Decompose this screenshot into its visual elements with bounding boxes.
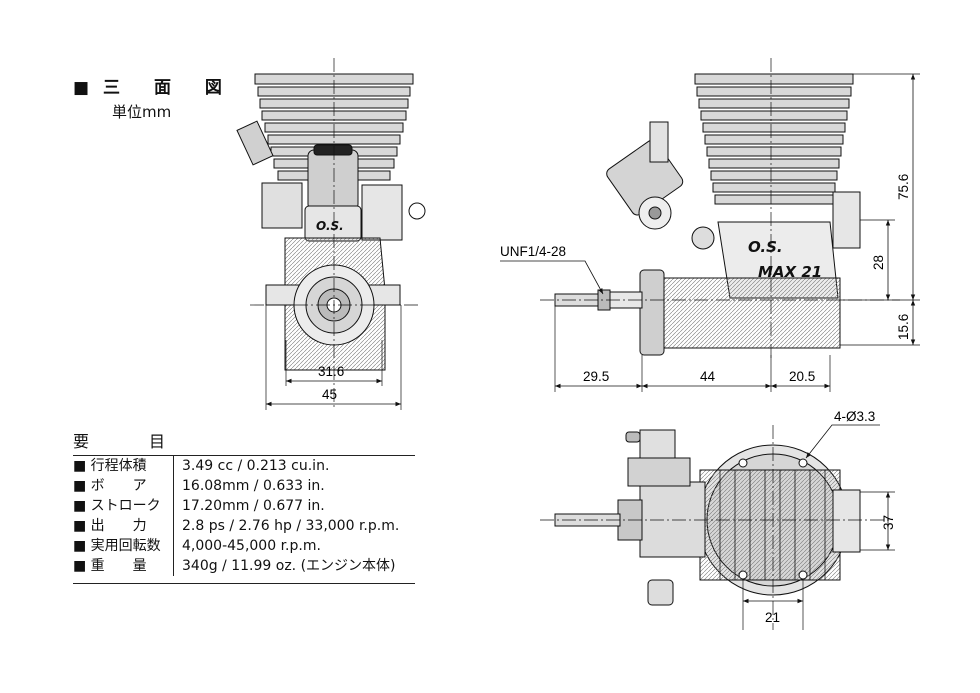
mount-hole xyxy=(798,570,808,580)
dim-front-inner: 31.6 xyxy=(318,364,344,379)
spec-label: ■ 出 力 xyxy=(73,516,174,536)
front-housing xyxy=(639,269,665,356)
spec-row: ■ 重 量 340g / 11.99 oz. (エンジン本体) xyxy=(73,556,415,576)
dim-thread: UNF1/4-28 xyxy=(500,244,566,259)
exhaust-port xyxy=(832,191,861,249)
dim-side-shaft: 29.5 xyxy=(583,369,609,384)
spec-row: ■ ボ ア 16.08mm / 0.633 in. xyxy=(73,476,415,496)
mount-hole xyxy=(738,458,748,468)
spec-row: ■ 出 力 2.8 ps / 2.76 hp / 33,000 r.p.m. xyxy=(73,516,415,536)
spec-value: 2.8 ps / 2.76 hp / 33,000 r.p.m. xyxy=(182,518,400,534)
dim-side-body: 44 xyxy=(700,369,716,384)
dim-side-rear: 20.5 xyxy=(789,369,815,384)
diagram-title: ■三 面 図 xyxy=(73,78,236,98)
front-logo: O.S. xyxy=(316,219,344,233)
dim-front-outer: 45 xyxy=(322,387,337,402)
side-cooling-fins xyxy=(694,73,854,205)
spec-row: ■ ストローク 17.20mm / 0.677 in. xyxy=(73,496,415,516)
side-model: MAX 21 xyxy=(758,263,822,281)
dim-height-mount: 28 xyxy=(871,255,886,270)
side-logo: O.S. xyxy=(748,238,783,256)
carburetor xyxy=(307,149,359,211)
spec-bottom-rule xyxy=(73,583,415,584)
unit-label: 単位mm xyxy=(112,103,172,121)
spec-heading: 要 目 xyxy=(73,432,188,451)
spec-value: 340g / 11.99 oz. (エンジン本体) xyxy=(182,558,396,574)
spec-label: ■ 重 量 xyxy=(73,556,174,576)
spec-value: 4,000-45,000 r.p.m. xyxy=(182,538,321,554)
spec-value: 17.20mm / 0.677 in. xyxy=(182,498,325,514)
dim-height-base: 15.6 xyxy=(896,314,911,340)
mount-hole xyxy=(738,570,748,580)
spec-label: ■ ストローク xyxy=(73,496,174,516)
bottom-view xyxy=(540,424,895,630)
dim-height-total: 75.6 xyxy=(896,174,911,200)
mount-hole xyxy=(798,458,808,468)
spec-top-rule xyxy=(73,455,415,456)
spec-label: ■ ボ ア xyxy=(73,476,174,496)
side-view: O.S. MAX 21 xyxy=(500,58,920,392)
needle-valve xyxy=(236,120,274,166)
spec-label: ■ 実用回転数 xyxy=(73,536,174,556)
spec-value: 3.49 cc / 0.213 cu.in. xyxy=(182,458,330,474)
front-view: O.S. xyxy=(236,58,426,410)
spec-value: 16.08mm / 0.633 in. xyxy=(182,478,325,494)
dim-mount-depth: 37 xyxy=(881,515,896,530)
dim-mount-spacing: 21 xyxy=(765,610,780,625)
spec-row: ■ 行程体積 3.49 cc / 0.213 cu.in. xyxy=(73,456,415,476)
dim-holes: 4-Ø3.3 xyxy=(834,409,875,424)
spec-table: ■ 行程体積 3.49 cc / 0.213 cu.in. ■ ボ ア 16.0… xyxy=(73,456,415,576)
spec-label: ■ 行程体積 xyxy=(73,456,174,476)
spec-row: ■ 実用回転数 4,000-45,000 r.p.m. xyxy=(73,536,415,556)
